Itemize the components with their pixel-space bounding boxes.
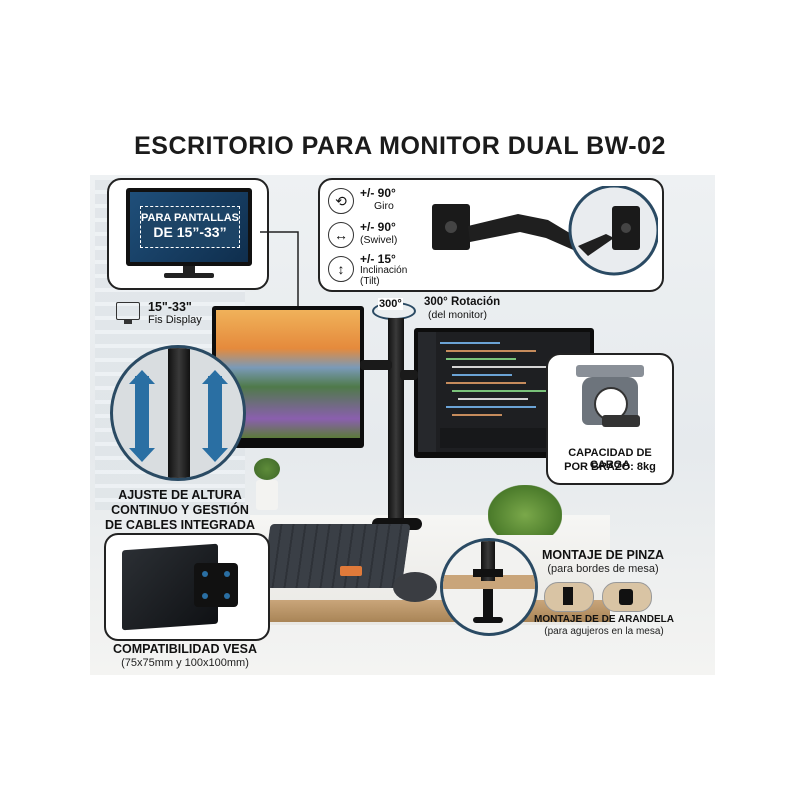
load-capacity-line1: CAPACIDAD DE CARGA [568,447,652,471]
monitor-info-label: PARA PANTALLAS DE 15”-33” [140,206,240,248]
vesa-card [104,533,270,641]
spec-row-rotate: ⟲ +/- 90° Giro [328,186,428,218]
vesa-label: COMPATIBILIDAD VESA (75x75mm y 100x100mm… [100,642,270,670]
rotation-title: 300° Rotación [424,296,501,308]
height-adjust-line2: CONTINUO Y GESTIÓN [111,503,249,517]
spec-label: (Swivel) [360,234,398,246]
vesa-hole-icon [224,593,230,599]
load-capacity-card: CAPACIDAD DE CARGA POR BRAZO: 8kg [546,353,674,485]
screen-size-line2: DE 15”-33” [153,224,227,240]
grommet-sub: (para agujeros en la mesa) [544,626,664,637]
vesa-hole-icon [224,571,230,577]
vesa-sub: (75x75mm y 100x100mm) [121,657,249,669]
page-title: ESCRITORIO PARA MONITOR DUAL BW-02 [134,132,666,160]
clamp-label: MONTAJE DE PINZA (para bordes de mesa) [538,548,668,576]
height-adjust-label: AJUSTE DE ALTURA CONTINUO Y GESTIÓN DE C… [100,488,260,533]
fit-display: 15"-33" Fis Display [116,300,226,330]
keyboard-accent-keys [340,566,362,576]
monitor-illustration: PARA PANTALLAS DE 15”-33” [126,188,252,266]
left-arm [360,360,392,370]
keyboard [261,524,411,588]
vesa-plate [194,563,238,607]
spec-label: (Tilt) [360,276,380,287]
spec-value: +/- 90° [360,220,396,234]
small-plant [252,458,282,512]
spec-row-tilt: ↕ +/- 15° Inclinación (Tilt) [328,252,428,288]
grommet-thumb [602,582,652,612]
mouse [393,572,437,602]
clamp-circle [440,538,538,636]
rotation-specs-card: ⟲ +/- 90° Giro ↔ +/- 90° (Swivel) ↕ +/- … [318,178,664,292]
spec-label: Inclinación [360,265,408,276]
scale-icon [576,365,644,377]
load-capacity-line2: POR BRAZO: 8kg [564,461,656,473]
fit-display-label: Fis Display [148,314,202,326]
right-arm [400,370,418,380]
spec-value: +/- 90° [360,186,396,200]
dumbbell-icon [602,415,640,427]
desk-plant [488,485,562,535]
vesa-title: COMPATIBILIDAD VESA [113,642,257,656]
clamp-sub: (para bordes de mesa) [547,563,659,575]
spec-value: +/- 15° [360,252,396,266]
center-pole [388,318,404,523]
grommet-label: MONTAJE DE DE ARANDELA (para agujeros en… [534,614,674,638]
rotate-icon: ⟲ [328,188,354,214]
screen-size-card: PARA PANTALLAS DE 15”-33” [107,178,269,290]
vesa-hole-icon [202,593,208,599]
screen-size-line1: PARA PANTALLAS [141,212,239,224]
arm-illustration [432,186,658,276]
clamp-icon [473,569,503,577]
clamp-thumb [544,582,594,612]
rotation-sub: (del monitor) [428,309,487,321]
monitor-icon [116,302,140,320]
rotation-degrees: 300° [378,298,403,310]
grommet-title: MONTAJE DE DE ARANDELA [534,614,675,625]
vesa-hole-icon [202,571,208,577]
tilt-icon: ↕ [328,256,354,282]
height-adjust-circle [110,345,246,481]
arrow-up-down-icon [208,376,222,454]
spec-label: Giro [374,200,394,212]
fit-display-size: 15"-33" [148,300,192,314]
height-adjust-line3: DE CABLES INTEGRADA [104,518,255,532]
swivel-icon: ↔ [328,222,354,248]
spec-row-swivel: ↔ +/- 90° (Swivel) [328,220,428,252]
clamp-title: MONTAJE DE PINZA [542,548,664,562]
arrow-up-down-icon [135,376,149,454]
height-adjust-line1: AJUSTE DE ALTURA [118,488,242,502]
rotation-badge: 300° 300° Rotación (del monitor) [370,296,520,326]
